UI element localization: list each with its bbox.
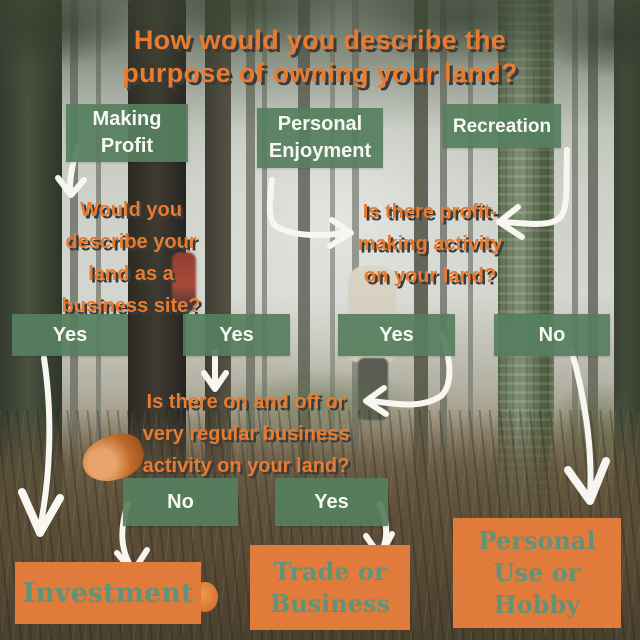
outcome-personal-use-or-hobby: Personal Use or Hobby [453, 518, 621, 628]
answer-label: No [167, 490, 194, 513]
answer-yes-1: Yes [12, 314, 128, 356]
outcome-investment: Investment [15, 562, 201, 624]
answer-label: No [538, 323, 566, 346]
option-personal-enjoyment: Personal Enjoyment [257, 108, 383, 168]
answer-yes-4: Yes [275, 478, 388, 526]
option-label: Personal Enjoyment [268, 113, 372, 162]
tree-trunk [330, 0, 335, 640]
tree-trunk [468, 0, 473, 640]
question-regular-activity: Is there on and off or very regular busi… [142, 391, 350, 477]
title-line-1: How would you describe the [133, 25, 507, 55]
outcome-label: Trade or Business [269, 556, 391, 618]
option-recreation: Recreation [443, 104, 561, 148]
question-profit-activity: Is there profit-making activity on your … [357, 201, 503, 287]
answer-no-1: No [494, 314, 610, 356]
option-label: Recreation [452, 115, 552, 137]
answer-label: Yes [379, 323, 414, 346]
outcome-label: Investment [22, 577, 194, 609]
option-making-profit: Making Profit [66, 104, 188, 162]
page-title: How would you describe the purpose of ow… [0, 24, 640, 90]
answer-label: Yes [314, 490, 349, 513]
question-business-site: Would you describe your land as a busine… [61, 199, 201, 317]
answer-yes-2: Yes [183, 314, 290, 356]
answer-label: Yes [219, 323, 254, 346]
answer-no-2: No [123, 478, 238, 526]
hiker-red-jacket [172, 252, 196, 312]
option-label: Making Profit [92, 108, 162, 157]
answer-yes-3: Yes [338, 314, 455, 356]
title-line-2: purpose of owning your land? [122, 58, 518, 88]
answer-label: Yes [52, 323, 88, 346]
outcome-label: Personal Use or Hobby [478, 526, 596, 619]
outcome-trade-or-business: Trade or Business [250, 545, 410, 630]
